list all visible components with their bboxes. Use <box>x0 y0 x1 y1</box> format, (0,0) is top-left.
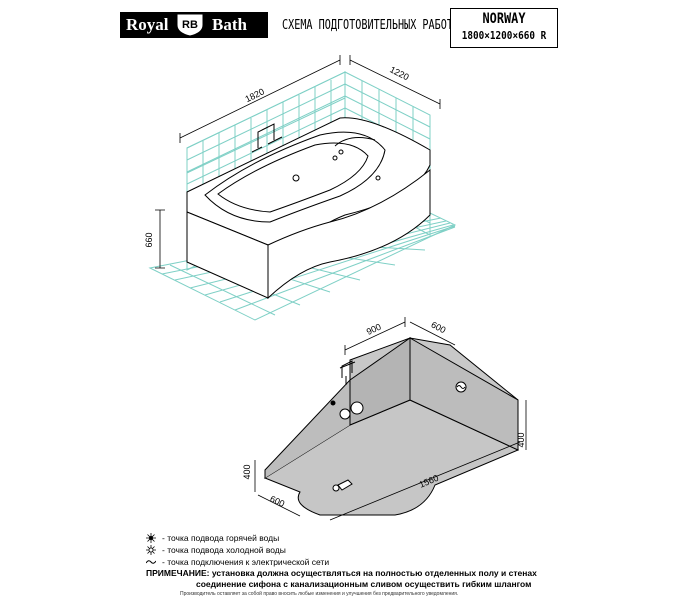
hot-water-point <box>350 401 364 415</box>
brand-left-text: Royal <box>126 15 169 34</box>
dim-400-left-label: 400 <box>242 464 252 479</box>
top-dimensions <box>155 55 441 269</box>
model-name: NORWAY <box>482 11 526 27</box>
legend-electric-text: - точка подключения к электрической сети <box>162 557 330 567</box>
dim-600-left-label: 600 <box>268 494 286 509</box>
legend-cold-text: - точка подвода холодной воды <box>162 545 286 555</box>
header: Royal RB Bath СХЕМА ПОДГОТОВИТЕЛЬНЫХ РАБ… <box>120 8 558 48</box>
note-label: ПРИМЕЧАНИЕ: <box>146 568 210 578</box>
brand-right-text: Bath <box>212 15 247 34</box>
brand-logo-text: RB <box>182 19 198 31</box>
top-bath <box>186 117 431 300</box>
shield-icon: RB <box>176 13 204 37</box>
dim-width-label: 1220 <box>388 64 410 82</box>
dim-900-label: 900 <box>365 322 383 337</box>
legend-hot-text: - точка подвода горячей воды <box>162 533 280 543</box>
note-line-1: установка должна осуществляться на полно… <box>211 568 537 578</box>
dim-400-right-label: 400 <box>516 432 526 447</box>
footer-disclaimer: Производитель оставляет за собой право в… <box>180 591 459 597</box>
note: ПРИМЕЧАНИЕ: установка должна осуществлят… <box>146 568 566 590</box>
hot-water-icon <box>146 533 156 543</box>
brand-logo: Royal RB Bath <box>120 12 268 38</box>
bottom-dimensions <box>254 317 527 521</box>
model-box: NORWAY 1800×1200×660 R <box>450 8 558 48</box>
cold-water-icon <box>146 545 156 555</box>
cold-water-point <box>339 408 351 420</box>
note-line-2: соединение сифона с канализационным слив… <box>196 579 532 589</box>
bottom-floor-plan <box>263 336 520 516</box>
model-size: 1800×1200×660 R <box>461 29 547 42</box>
document-title: СХЕМА ПОДГОТОВИТЕЛЬНЫХ РАБОТ <box>282 18 453 33</box>
electric-icon <box>146 560 156 564</box>
bottom-fixtures <box>330 360 467 492</box>
dim-height-label: 660 <box>144 232 154 247</box>
